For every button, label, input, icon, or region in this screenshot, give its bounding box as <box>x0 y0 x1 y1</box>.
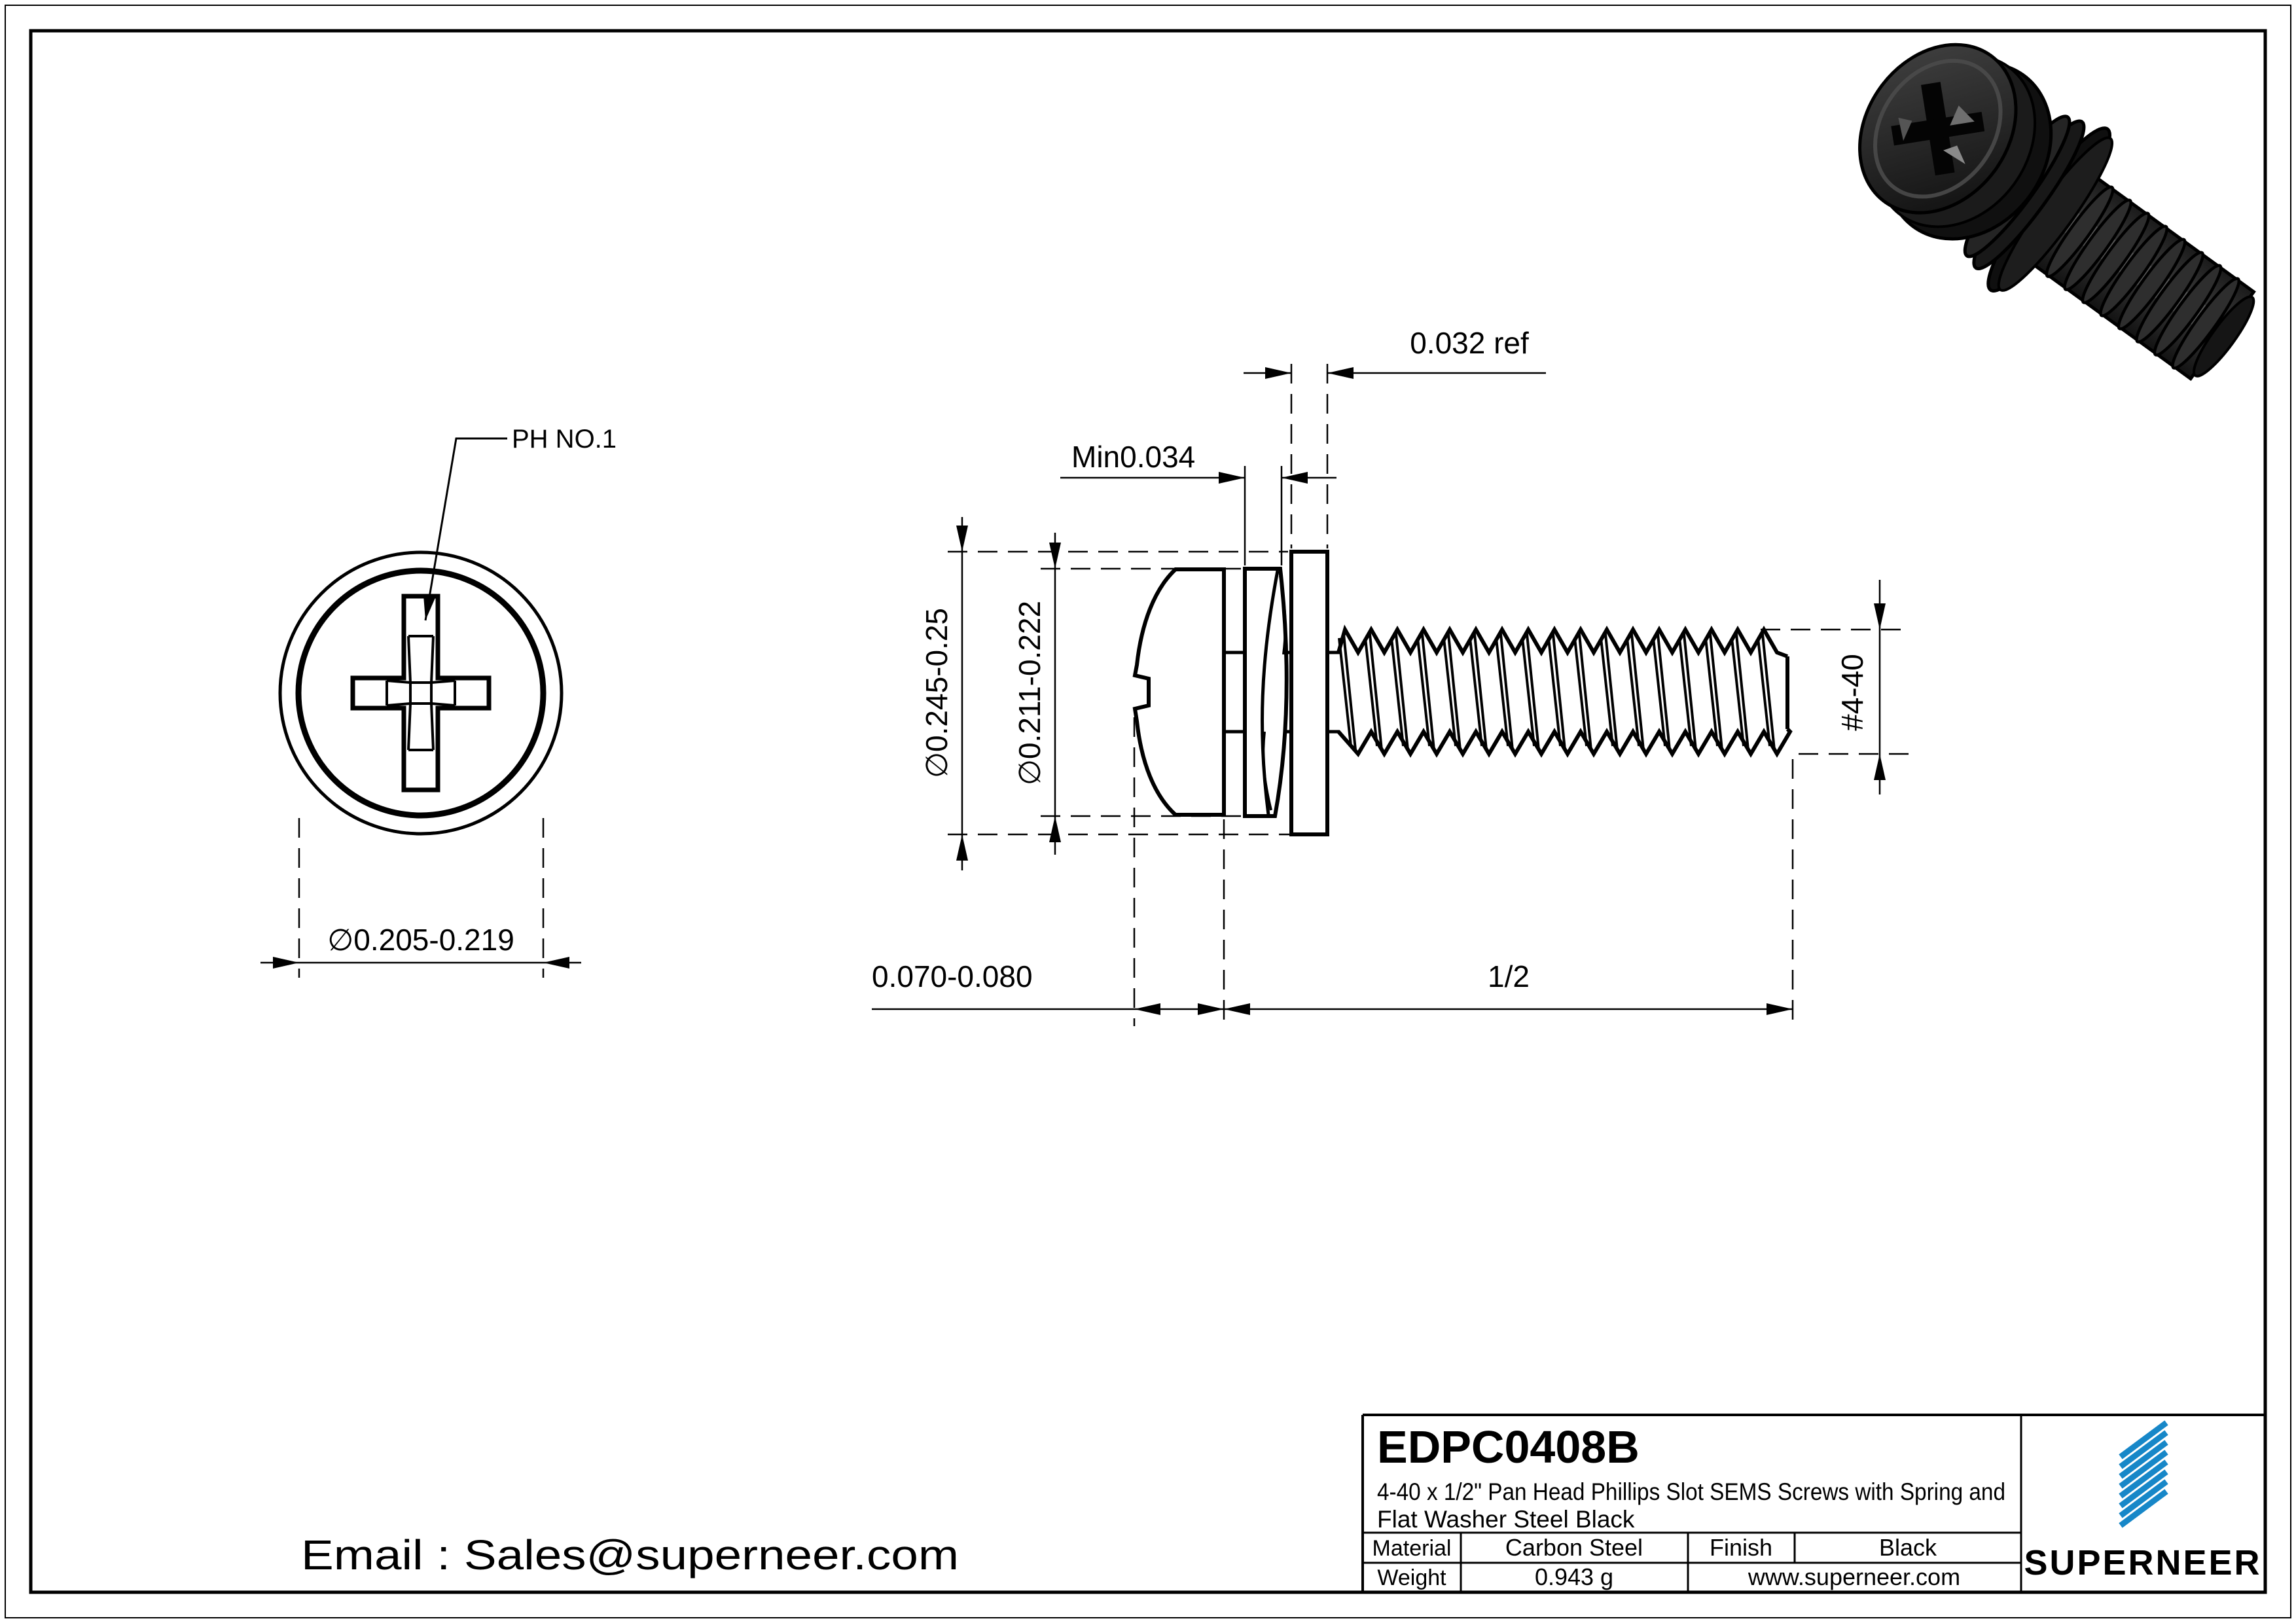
screw3d-thread-ridge <box>2081 211 2151 304</box>
thread-helix-lines <box>1338 633 1776 751</box>
spring-washer-od-ext-lines <box>1041 567 1242 817</box>
phillips-recess-detail <box>386 635 456 751</box>
screw3d-head-face-ring <box>1873 58 2003 199</box>
part-number: EDPC0408B <box>1377 1421 1640 1472</box>
screw3d-thread-ridge <box>2099 224 2169 317</box>
phillips-cross-outline <box>350 594 492 793</box>
description-line2: Flat Washer Steel Black <box>1377 1506 1635 1533</box>
logo-stripe <box>2119 1479 2168 1518</box>
screw3d-thread-ridge <box>2153 264 2223 357</box>
logo-stripe <box>2119 1450 2168 1489</box>
finish-value: Black <box>1879 1534 1937 1561</box>
cross-glint-3 <box>1898 117 1912 141</box>
washer-outline-circle <box>278 550 564 836</box>
shank-lines <box>1224 651 1340 734</box>
inner-border <box>29 29 2267 1594</box>
dim-arrow <box>1198 1003 1224 1015</box>
flat-washer-od-ext-lines <box>948 550 1327 836</box>
finish-label: Finish <box>1710 1534 1772 1561</box>
material-value: Carbon Steel <box>1505 1534 1643 1561</box>
front-dim-arrow-right <box>543 957 569 969</box>
logo-stripe <box>2119 1469 2168 1508</box>
title-block-grid <box>1363 1415 2022 1592</box>
screw3d-phillips-cross <box>1891 82 1985 176</box>
dim-arrow <box>1134 1003 1160 1015</box>
screw3d-thread-ridge <box>2135 251 2205 344</box>
dim-arrow <box>1049 543 1061 569</box>
product-photo <box>1858 43 2256 382</box>
dim-arrow <box>1874 603 1886 630</box>
dim-arrow <box>1224 1003 1250 1015</box>
screw3d-thread-ridge <box>2171 277 2241 370</box>
dim-arrow <box>956 526 968 552</box>
dim-arrow <box>1767 1003 1793 1015</box>
dim-arrow <box>1282 472 1308 484</box>
website-link[interactable]: www.superneer.com <box>1748 1563 1960 1590</box>
superneer-logo-mark <box>2119 1420 2168 1528</box>
front-dim-arrow-left <box>273 957 299 969</box>
flat-washer-od-dim: ∅0.245-0.25 <box>920 608 954 778</box>
brand-wordmark: SUPERNEER <box>2024 1543 2261 1582</box>
spring-washer-od-dim: ∅0.211-0.222 <box>1013 601 1047 785</box>
logo-stripe <box>2119 1459 2168 1499</box>
head-height-dim: 0.070-0.080 <box>872 959 1033 993</box>
logo-stripe <box>2119 1440 2168 1479</box>
drive-leader-line <box>424 437 507 621</box>
cross-glint-1 <box>1950 105 1975 126</box>
dim-arrow <box>1265 367 1291 379</box>
dim-arrow <box>1219 472 1245 484</box>
contact-email[interactable]: Email : Sales@superneer.com <box>301 1531 959 1578</box>
flat-washer-thickness-ext-lines <box>1290 364 1329 548</box>
weight-value: 0.943 g <box>1535 1563 1613 1590</box>
screw3d-thread-ridge <box>2117 238 2187 330</box>
head-diameter-dim: ∅0.205-0.219 <box>327 923 514 957</box>
description-line1: 4-40 x 1/2" Pan Head Phillips Slot SEMS … <box>1377 1478 2005 1505</box>
spring-washer-split-cusps <box>1262 575 1287 811</box>
head-outline-circle <box>295 567 547 819</box>
dim-arrow <box>1874 754 1886 780</box>
screw3d-thread-ridge <box>2063 198 2132 291</box>
spring-washer-thickness-dim: Min0.034 <box>1071 440 1195 474</box>
side-view: 0.032 ref Min0.034 ∅0.245-0.25 ∅0.211-0.… <box>872 326 1910 1026</box>
logo-stripe <box>2119 1430 2168 1469</box>
logo-stripe <box>2119 1489 2168 1528</box>
thread-size-ext-lines <box>1761 628 1910 755</box>
outer-border <box>5 5 2291 1618</box>
drive-label: PH NO.1 <box>512 425 617 454</box>
spring-washer-thickness-ext-lines <box>1244 466 1283 565</box>
flat-washer-thickness-dim: 0.032 ref <box>1410 326 1529 360</box>
screw3d-thread-ridge <box>2045 185 2115 278</box>
bottom-ext-lines <box>1133 717 1794 1026</box>
material-label: Material <box>1372 1536 1452 1561</box>
thread-length-dim: 1/2 <box>1488 959 1530 993</box>
screw3d-tip <box>2193 295 2255 378</box>
thread-crest-bottom <box>1336 727 1793 758</box>
weight-label: Weight <box>1377 1565 1446 1590</box>
thread-profile <box>1336 624 1793 758</box>
pan-head-profile <box>1132 567 1226 817</box>
thread-size-dim: #4-40 <box>1835 654 1869 731</box>
title-block: EDPC0408B 4-40 x 1/2" Pan Head Phillips … <box>1361 1414 2265 1592</box>
logo-stripe <box>2119 1420 2168 1459</box>
front-extension-lines <box>298 818 545 978</box>
thread-crest-top <box>1336 624 1789 658</box>
flat-washer-profile <box>1289 550 1329 836</box>
front-view: PH NO.1 ∅0.205-0.219 <box>260 425 617 978</box>
dim-arrow <box>1327 367 1354 379</box>
dim-arrow <box>956 834 968 861</box>
drive-leader-arrowhead <box>423 596 435 620</box>
dim-arrow <box>1049 816 1061 842</box>
cross-glint-2 <box>1943 145 1965 164</box>
